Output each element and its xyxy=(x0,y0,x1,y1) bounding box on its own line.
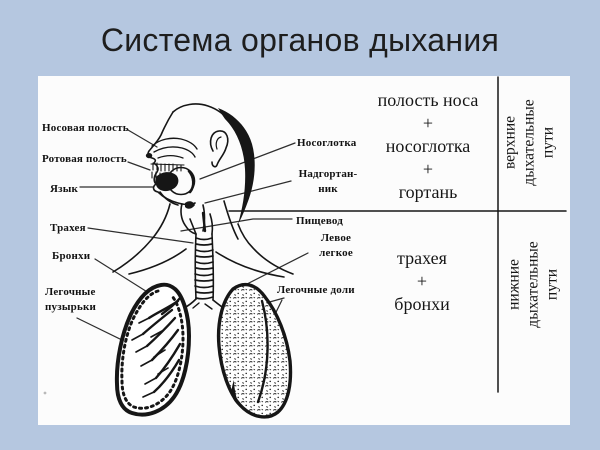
right-lung-drawing xyxy=(114,282,191,417)
label-trachea: Трахея xyxy=(50,222,86,234)
lower-tract-category: нижние дыхательные пути xyxy=(505,210,562,360)
head-profile xyxy=(112,103,294,278)
category-line: пути xyxy=(539,126,557,159)
label-line: пузырьки xyxy=(45,301,97,313)
label-bronchi: Бронхи xyxy=(52,250,91,262)
label-tongue: Язык xyxy=(50,183,79,195)
left-lung-drawing xyxy=(216,282,293,419)
label-line: ник xyxy=(318,183,338,195)
category-line: нижние xyxy=(505,259,523,310)
formula-plus: + xyxy=(416,271,428,291)
upper-tract-formula: полость носа + носоглотка + гортань xyxy=(366,89,490,204)
category-line: верхние xyxy=(501,115,519,170)
label-pulmonary-vesicles: Легочные пузырьки xyxy=(45,285,96,315)
formula-plus: + xyxy=(422,159,434,179)
label-nasopharynx: Носоглотка xyxy=(297,137,357,149)
lower-tract-formula: трахея + бронхи xyxy=(366,247,478,316)
label-left-lung: Левое легкое xyxy=(305,231,367,261)
label-line: Надгортан- xyxy=(298,168,358,180)
category-line: дыхательные xyxy=(524,241,542,328)
label-line: легкое xyxy=(319,247,353,259)
label-nasal-cavity: Носовая полость xyxy=(42,122,129,134)
label-oral-cavity: Ротовая полость xyxy=(42,153,127,165)
slide-title: Система органов дыхания xyxy=(100,22,500,58)
upper-tract-category: верхние дыхательные пути xyxy=(501,68,558,218)
label-epiglottis: Надгортан- ник xyxy=(290,167,366,197)
anatomy-illustration xyxy=(43,76,567,419)
table-dividers xyxy=(228,76,567,393)
formula-line: бронхи xyxy=(394,294,450,314)
category-line: дыхательные xyxy=(520,99,538,186)
label-esophagus: Пищевод xyxy=(296,215,344,227)
label-line: Легочные xyxy=(45,286,96,298)
formula-line: гортань xyxy=(398,182,458,202)
formula-line: полость носа xyxy=(377,90,479,110)
label-line: Левое xyxy=(320,232,352,244)
formula-line: трахея xyxy=(397,248,447,268)
formula-plus: + xyxy=(422,113,434,133)
category-line: пути xyxy=(543,268,561,301)
label-lung-lobes: Легочные доли xyxy=(277,284,355,296)
trachea-tube xyxy=(183,213,227,311)
formula-line: носоглотка xyxy=(385,136,471,156)
